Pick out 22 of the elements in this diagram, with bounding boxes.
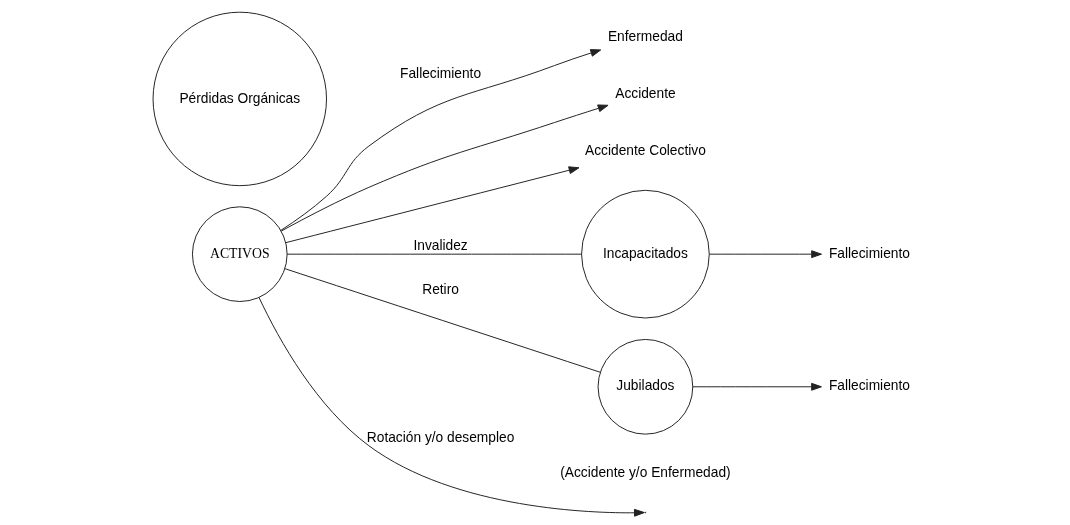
arrow — [280, 104, 609, 232]
arrow — [692, 382, 822, 391]
node-circle: Incapacitados — [581, 189, 710, 319]
edge-label: Invalidez — [413, 238, 468, 254]
edge-label: Retiro — [422, 281, 459, 297]
edge-label: Rotación y/o desempleo — [366, 430, 515, 446]
node-text: Fallecimiento — [828, 245, 910, 261]
arrow — [258, 297, 645, 517]
label: (Accidente y/o Enfermedad) — [560, 464, 731, 480]
connector — [286, 253, 582, 255]
node-circle: Jubilados — [597, 338, 694, 435]
arrow — [708, 250, 822, 259]
edge-label: Fallecimiento — [400, 65, 482, 81]
node-text: Accidente — [615, 85, 676, 101]
node-text: Fallecimiento — [828, 378, 910, 394]
connector — [284, 268, 601, 373]
node-text: Accidente Colectivo — [585, 142, 706, 158]
node-text: Enfermedad — [607, 28, 683, 44]
node-circle: ACTIVOS — [191, 206, 288, 302]
arrow — [280, 49, 602, 231]
node-circle: Pérdidas Orgánicas — [152, 11, 327, 187]
arrow — [285, 166, 580, 244]
